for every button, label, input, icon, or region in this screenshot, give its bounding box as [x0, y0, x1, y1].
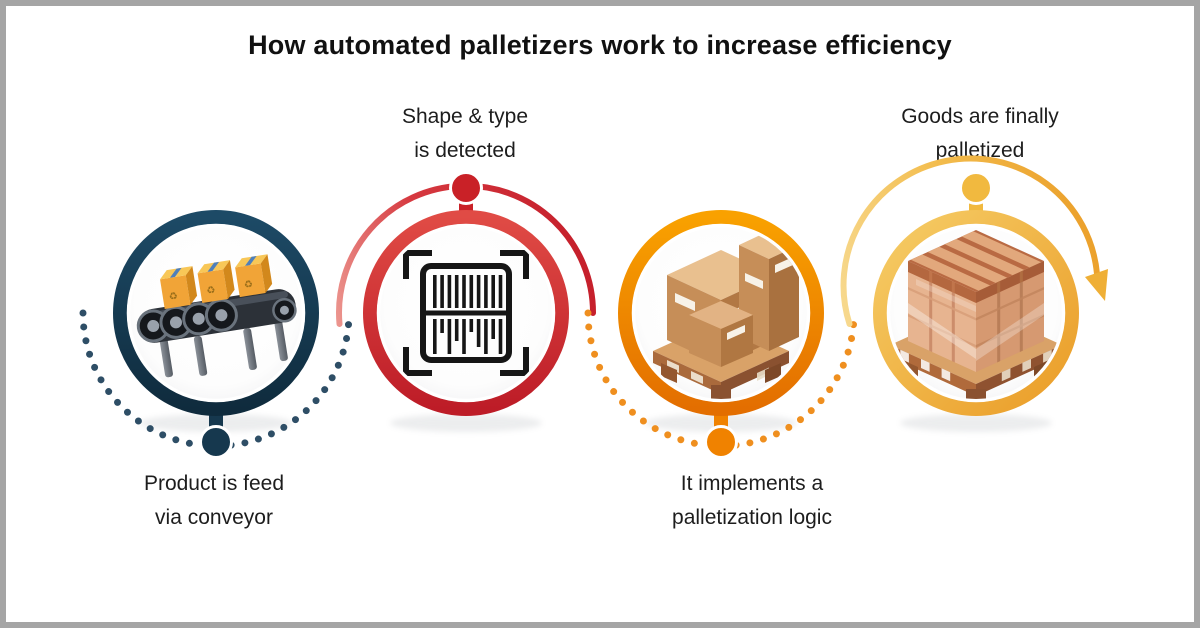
stacked-boxes-cube — [908, 230, 1044, 372]
step-ring — [873, 210, 1079, 416]
page-title: How automated palletizers work to increa… — [248, 30, 952, 60]
barcode-bars — [433, 275, 503, 354]
svg-text:♻: ♻ — [168, 291, 179, 303]
badge-shadow — [390, 414, 542, 432]
cardboard-box-small — [689, 301, 753, 367]
plastic-wrap-sheen — [908, 272, 1044, 372]
step-1-label: Product is feed via conveyor — [143, 472, 285, 529]
arrow-head-icon — [1085, 269, 1108, 301]
conveyor-boxes-icon: ♻ ♻ ♻ — [136, 254, 297, 378]
step-node — [959, 171, 993, 205]
wrapped-pallet-icon — [890, 230, 1062, 399]
conveyor-rollers — [136, 298, 297, 343]
boxes-on-pallet-icon — [653, 231, 799, 399]
step-node — [199, 425, 233, 459]
step-2-badge — [336, 171, 597, 432]
step-ring — [113, 210, 319, 416]
badge-shadow — [900, 414, 1052, 432]
barcode-scan-icon — [403, 250, 529, 376]
step-ring — [363, 210, 569, 416]
svg-text:♻: ♻ — [206, 285, 217, 297]
svg-text:♻: ♻ — [243, 279, 254, 291]
step-4-label: Goods are finally palletized — [901, 105, 1059, 162]
solid-connector-arc — [840, 155, 1100, 327]
scan-frame-brackets — [403, 250, 529, 376]
yellow-parcels: ♻ ♻ ♻ — [160, 254, 273, 309]
step-4-badge — [840, 155, 1108, 432]
step-ring — [618, 210, 824, 416]
step-2-label: Shape & type is detected — [401, 105, 529, 162]
step-1-badge: ♻ ♻ ♻ — [79, 210, 353, 459]
step-3-badge — [584, 210, 858, 459]
step-3-label: It implements a palletization logic — [672, 472, 832, 529]
step-node — [449, 171, 483, 205]
step-node — [704, 425, 738, 459]
